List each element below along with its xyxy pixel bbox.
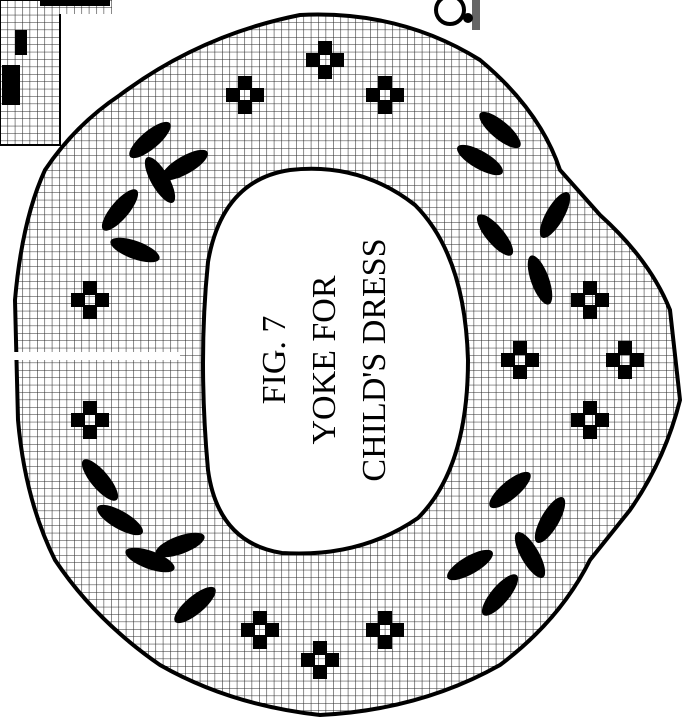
caption-line-2: YOKE FOR — [306, 275, 343, 444]
caption-line-3: CHILD'S DRESS — [356, 238, 393, 481]
corner-decoration — [436, 0, 480, 30]
caption: FIG. 7 YOKE FOR CHILD'S DRESS — [256, 238, 393, 481]
yoke-ring — [15, 15, 680, 715]
caption-line-1: FIG. 7 — [256, 316, 293, 405]
yoke-opening-gap — [10, 352, 180, 360]
